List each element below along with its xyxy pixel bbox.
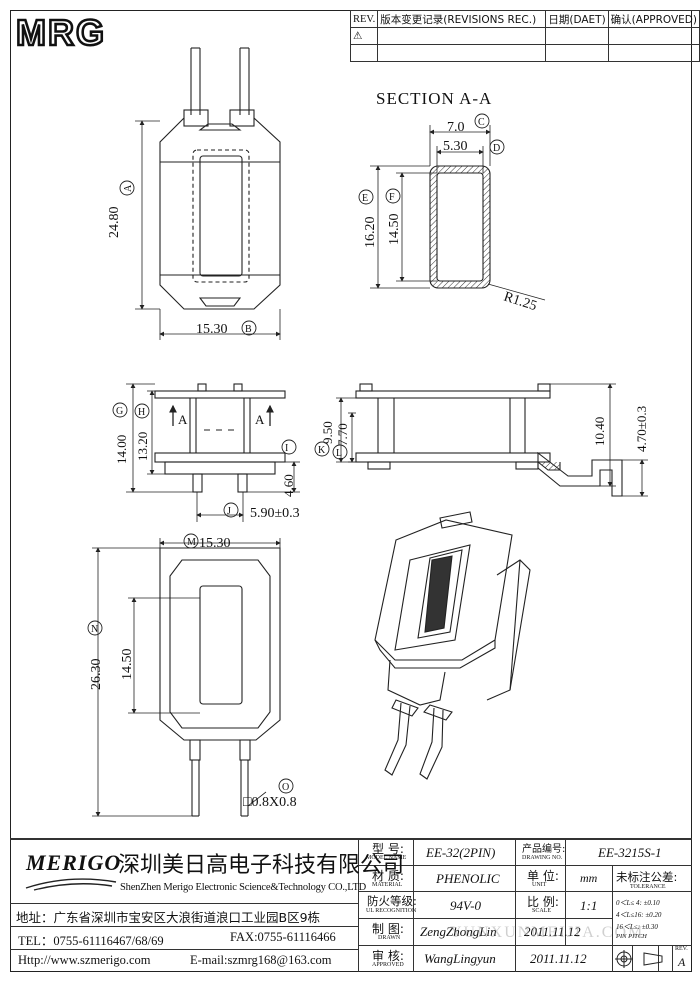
dim-d-value: 5.30: [443, 139, 468, 154]
company-name-en: ShenZhen Merigo Electronic Science&Techn…: [120, 882, 367, 893]
marker-j: J: [227, 506, 231, 517]
dim-g-value: 14.00: [114, 435, 129, 464]
scale-label-en: SCALE: [532, 908, 552, 914]
dim-side-total: 10.40: [592, 417, 607, 446]
dim-j-value: 5.90±0.3: [250, 506, 300, 521]
dim-l-value: 7.70: [335, 423, 350, 446]
tolerance-line-4: PIN PITCH: [616, 933, 647, 940]
revision-table: REV. 版本变更记录(REVISIONS REC.) 日期(DAET) 确认(…: [349, 10, 700, 62]
dim-n-value: 26.30: [89, 659, 104, 691]
isometric-view: [374, 511, 531, 780]
company-email: E-mail:szmrg168@163.com: [190, 953, 332, 967]
approved-label-en: APPROVED: [372, 962, 404, 968]
marker-d: D: [493, 143, 500, 154]
marker-m: M: [187, 537, 196, 548]
tolerance-line-1: 0＜L≤ 4: ±0.10: [616, 899, 660, 907]
fire-rating-label-en: UL RECOGNITION: [366, 908, 417, 914]
unit-label: 单 位:: [527, 869, 559, 883]
rev-empty-cell: [607, 44, 700, 62]
drawing-no-value: EE-3215S-1: [598, 845, 662, 860]
material-label-en: MATERIAL: [372, 882, 403, 888]
marker-n: N: [91, 624, 98, 635]
approved-label: 审 核:: [372, 949, 404, 963]
dim-o-value: □0.8X0.8: [243, 795, 297, 810]
dim-a-value: 24.80: [107, 207, 122, 239]
front-view-top: [135, 47, 281, 340]
scale-value: 1:1: [580, 898, 598, 913]
dim-b-value: 15.30: [196, 322, 228, 337]
dim-side-pin: 4.70±0.3: [634, 406, 649, 452]
drawn-value: ZengZhongLin: [420, 924, 497, 939]
company-website: Http://www.szmerigo.com: [18, 953, 151, 967]
rev-empty-cell: [545, 44, 609, 62]
company-tel: TEL：0755-61116467/68/69: [18, 934, 164, 948]
merigo-logo: MERIGO: [26, 850, 122, 875]
title-block: MERIGO 深圳美日高电子科技有限公司 ShenZhen Merigo Ele…: [10, 838, 692, 972]
technical-drawing: 24.80 A 15.30 B SECTION A-A 7.0 C 5.30 D…: [87, 47, 649, 817]
model-label: 型 号:: [372, 842, 404, 856]
rev-label: REV.: [675, 946, 688, 952]
scale-label: 比 例:: [527, 895, 559, 909]
marker-h: H: [138, 407, 145, 418]
marker-e: E: [362, 193, 368, 204]
dim-e-value: 16.20: [363, 217, 378, 249]
projection-symbol-icon: [615, 950, 663, 968]
company-fax: FAX:0755-61116466: [230, 930, 336, 944]
front-view-bottom: [92, 538, 281, 817]
company-name-cn: 深圳美日高电子科技有限公司: [118, 853, 405, 878]
material-value: PHENOLIC: [436, 871, 500, 886]
cut-label-left: A: [178, 412, 188, 427]
approved-date: 2011.11.12: [530, 951, 587, 966]
rev-value: A: [678, 955, 686, 969]
approved-value: WangLingyun: [424, 951, 496, 966]
marker-f: F: [389, 192, 395, 203]
unit-label-en: UNIT: [532, 882, 547, 888]
material-label: 材 质:: [372, 869, 404, 883]
front-view-middle: [126, 383, 300, 522]
dim-r-value: R1.25: [502, 290, 539, 315]
marker-i: I: [285, 443, 288, 454]
drawn-date: 2011.11.12: [524, 924, 581, 939]
cut-label-right: A: [255, 412, 265, 427]
model-label-en: MODEL NAME: [366, 855, 407, 861]
approved-col-header: 确认(APPROVED): [607, 10, 700, 28]
dim-n-inner: 14.50: [120, 649, 135, 681]
marker-a: A: [123, 184, 134, 192]
dim-k-value: 9.50: [320, 421, 335, 444]
company-address: 地址：广东省深圳市宝安区大浪街道浪口工业园B区9栋: [16, 910, 321, 925]
model-value: EE-32(2PIN): [426, 845, 496, 860]
marker-k: K: [318, 445, 326, 456]
dim-m-value: 15.30: [199, 536, 231, 551]
marker-b: B: [245, 324, 252, 335]
drawing-no-label: 产品编号:: [522, 844, 566, 855]
dim-c-value: 7.0: [447, 120, 465, 135]
tolerance-label-en: TOLERANCE: [630, 884, 666, 890]
tolerance-label: 未标注公差:: [616, 870, 678, 884]
side-view: [336, 383, 648, 497]
section-view: [370, 125, 546, 301]
marker-o: O: [282, 782, 289, 793]
dim-h-value: 13.20: [135, 432, 150, 461]
fire-rating-value: 94V-0: [450, 898, 482, 913]
tolerance-line-2: 4＜L≤16: ±0.20: [616, 911, 662, 919]
merigo-swoosh-icon: [25, 878, 117, 891]
dim-i-value: 4.60: [281, 474, 296, 497]
section-title: SECTION A-A: [376, 89, 492, 108]
marker-c: C: [478, 117, 485, 128]
mrg-logo: MRG: [15, 11, 106, 55]
watermark: YUNXUNMEIJIA.COM: [450, 924, 645, 941]
rev-empty-cell: [349, 44, 379, 62]
fire-rating-label: 防火等级:: [367, 894, 417, 908]
marker-g: G: [116, 406, 123, 417]
unit-value: mm: [580, 871, 598, 885]
tolerance-line-3: 16＜L≤: ±0.30: [616, 923, 658, 931]
drawn-label: 制 图:: [372, 922, 404, 936]
marker-l: L: [336, 448, 342, 459]
drawing-no-label-en: DRAWING NO.: [522, 855, 563, 861]
dim-f-value: 14.50: [387, 214, 402, 246]
drawn-label-en: DRAWN: [378, 935, 401, 941]
